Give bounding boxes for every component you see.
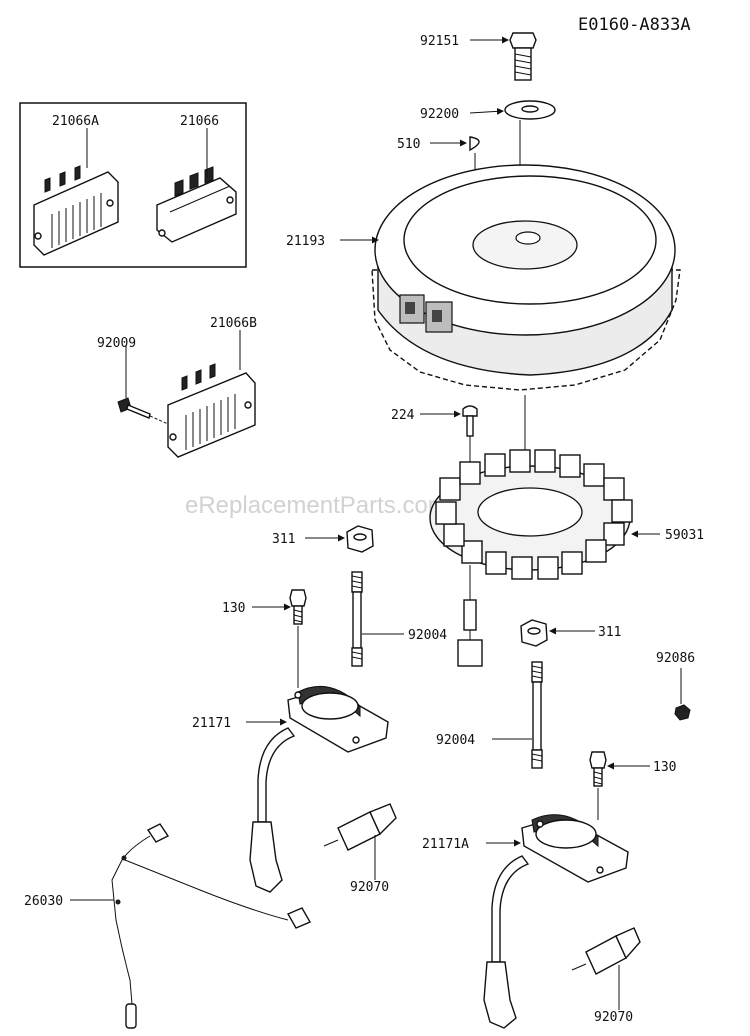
regulator-inset-box — [19, 102, 247, 268]
flywheel-21193[interactable] — [371, 164, 681, 391]
callout-92070-lower: 92070 — [594, 1010, 633, 1025]
callout-130-lower: 130 — [653, 760, 676, 775]
callout-311-lower: 311 — [598, 625, 621, 640]
watermark: eReplacementParts.com — [185, 492, 448, 519]
spark-plug-92070-lower[interactable] — [571, 927, 641, 975]
callout-92070-upper: 92070 — [350, 880, 389, 895]
washer-92200[interactable] — [504, 100, 556, 120]
regulator-21066[interactable] — [156, 166, 237, 243]
callout-92009: 92009 — [97, 336, 136, 351]
nut-311-upper[interactable] — [346, 525, 374, 553]
stator-59031[interactable] — [429, 395, 633, 667]
key-510[interactable] — [469, 136, 480, 152]
callout-92004-lower: 92004 — [436, 733, 475, 748]
regulator-21066B[interactable] — [167, 363, 256, 458]
screw-92009[interactable] — [117, 397, 169, 425]
callout-26030: 26030 — [24, 894, 63, 909]
nut-92086[interactable] — [674, 704, 691, 721]
callout-21066B: 21066B — [210, 316, 257, 331]
spark-plug-92070-upper[interactable] — [323, 803, 397, 851]
ignition-coil-21171A[interactable] — [483, 814, 629, 1029]
nut-311-lower[interactable] — [520, 619, 548, 647]
bolt-130-lower[interactable] — [589, 751, 607, 820]
wire-harness-26030[interactable] — [111, 823, 311, 1029]
bolt-92151[interactable] — [509, 32, 537, 81]
stud-92004-lower[interactable] — [531, 661, 543, 769]
callout-92004-upper: 92004 — [408, 628, 447, 643]
callout-92151: 92151 — [420, 34, 459, 49]
callout-92200: 92200 — [420, 107, 459, 122]
bolt-130-upper[interactable] — [289, 589, 307, 688]
callout-224: 224 — [391, 408, 415, 423]
callout-21171: 21171 — [192, 716, 231, 731]
callout-21066A: 21066A — [52, 114, 99, 129]
callout-59031: 59031 — [665, 528, 704, 543]
callout-21193: 21193 — [286, 234, 325, 249]
callout-labels: 92151 92200 510 21193 21066A 21066 92009… — [24, 34, 704, 1025]
callout-311-upper: 311 — [272, 532, 295, 547]
callout-92086: 92086 — [656, 651, 695, 666]
callout-130-upper: 130 — [222, 601, 245, 616]
stud-92004-upper[interactable] — [351, 571, 363, 667]
callout-510: 510 — [397, 137, 420, 152]
ignition-coil-21171[interactable] — [249, 685, 389, 893]
callout-21066: 21066 — [180, 114, 219, 129]
leader-lines — [70, 36, 682, 1010]
screw-224[interactable] — [462, 405, 478, 475]
regulator-21066A[interactable] — [33, 165, 119, 256]
callout-21171A: 21171A — [422, 837, 469, 852]
diagram-code: E0160-A833A — [578, 15, 691, 35]
